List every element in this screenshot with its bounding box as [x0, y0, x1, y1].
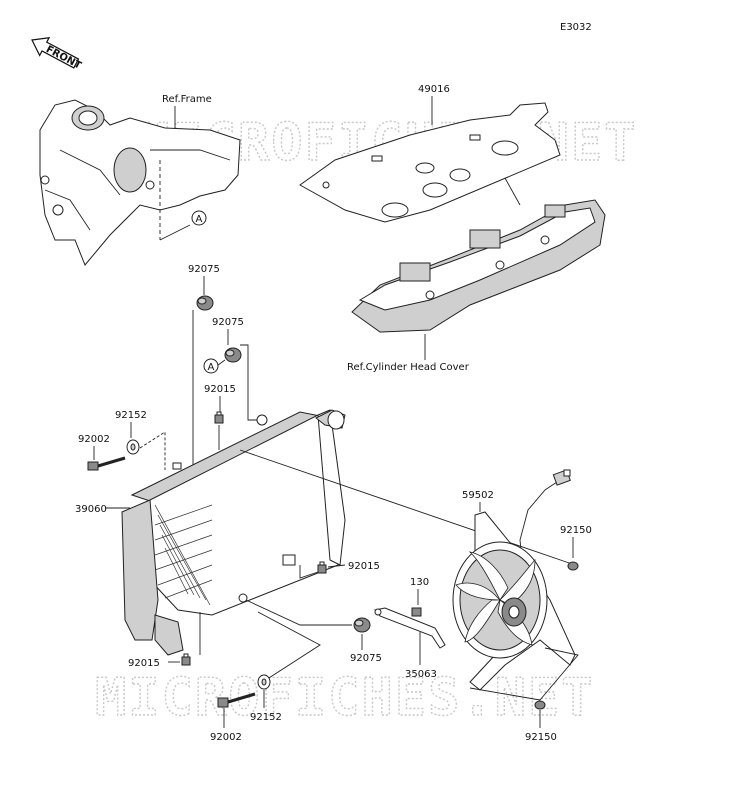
part-label-92002-b: 92002: [210, 732, 242, 743]
collar-92152-a: [126, 439, 140, 455]
callout-a-lower: A: [203, 358, 219, 374]
part-label-92150-a: 92150: [560, 525, 592, 536]
part-label-92152-a: 92152: [115, 410, 147, 421]
radiator-39060: [121, 409, 346, 656]
part-label-49016: 49016: [418, 84, 450, 95]
part-label-92075-b: 92075: [212, 317, 244, 328]
part-label-92015-a: 92015: [204, 384, 236, 395]
clip-92015-a: [214, 411, 224, 424]
gasket-49016: [299, 102, 561, 223]
ref-frame-label: Ref.Frame: [162, 94, 212, 105]
grommet-92075-c: [353, 617, 371, 633]
part-label-92002-a: 92002: [78, 434, 110, 445]
part-label-92075-a: 92075: [188, 264, 220, 275]
part-label-39060: 39060: [75, 504, 107, 515]
bolt-92002-a: [87, 456, 126, 471]
clip-92015-c: [181, 653, 191, 666]
clip-92015-b: [317, 561, 327, 574]
front-arrow-icon: FRONT: [31, 36, 83, 72]
frame-drawing: [39, 99, 241, 266]
part-label-130: 130: [410, 577, 429, 588]
svg-text:A: A: [208, 362, 215, 373]
part-label-92150-b: 92150: [525, 732, 557, 743]
nut-92150-a: [567, 561, 579, 571]
bracket-35063: [374, 607, 446, 649]
svg-text:A: A: [196, 214, 203, 225]
screw-130: [411, 607, 422, 617]
part-label-59502: 59502: [462, 490, 494, 501]
grommet-92075-b: [224, 347, 242, 363]
part-label-92152-b: 92152: [250, 712, 282, 723]
callout-a-upper: A: [191, 210, 207, 226]
watermark-bottom: MICROFICHES.NET: [95, 668, 595, 728]
part-label-92075-c: 92075: [350, 653, 382, 664]
diagram-code: E3032: [560, 22, 592, 33]
grommet-92075-a: [196, 295, 214, 311]
bolt-92002-b: [217, 692, 256, 708]
nut-92150-b: [534, 700, 546, 710]
ref-cylinder-head-cover-label: Ref.Cylinder Head Cover: [347, 362, 470, 373]
collar-92152-b: [257, 674, 271, 690]
fan-59502: [452, 469, 576, 691]
part-label-35063: 35063: [405, 669, 437, 680]
front-label: FRONT: [44, 44, 83, 72]
part-label-92015-c: 92015: [128, 658, 160, 669]
part-label-92015-b: 92015: [348, 561, 380, 572]
cylinder-head-cover: [351, 177, 606, 333]
